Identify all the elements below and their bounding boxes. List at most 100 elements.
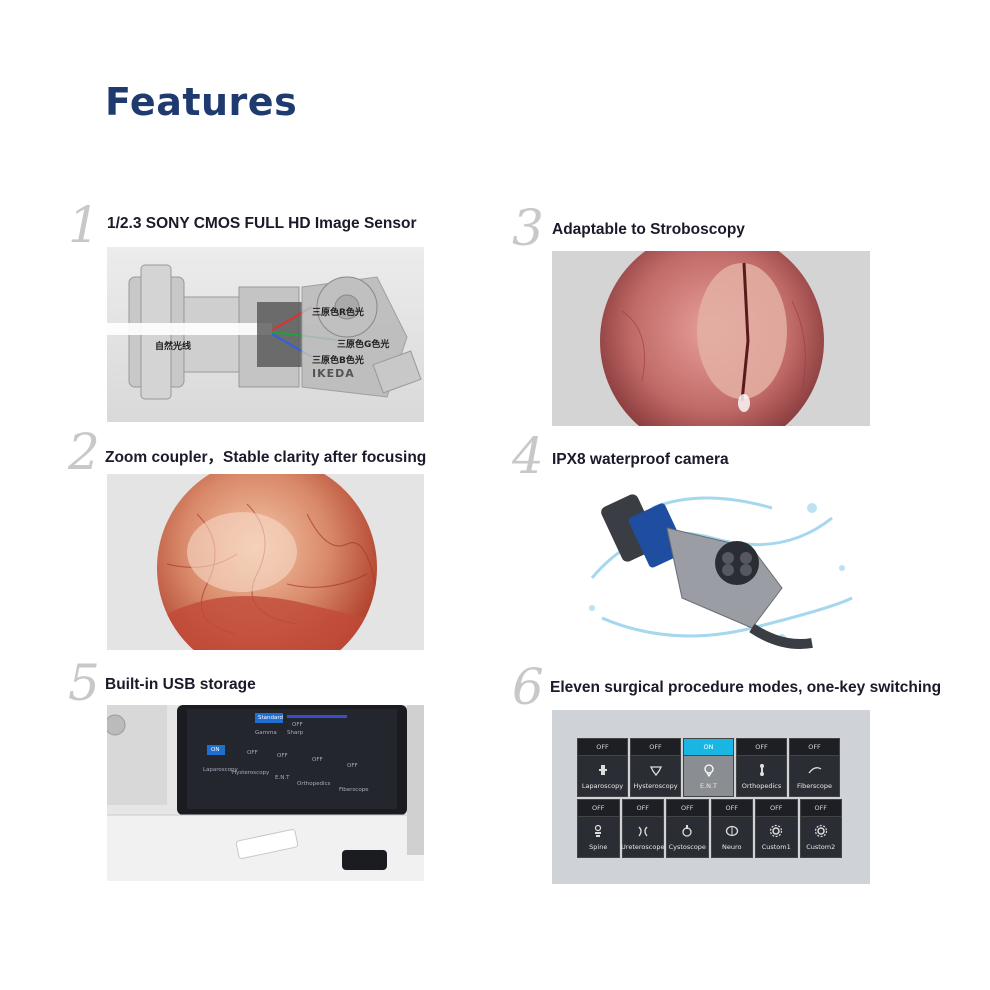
cystoscope-icon bbox=[682, 824, 692, 837]
screen-label: Sharp bbox=[287, 730, 304, 736]
vocal-cord-illustration bbox=[600, 251, 824, 426]
mode-state: OFF bbox=[667, 800, 708, 817]
mode-body: Custom2 bbox=[801, 817, 842, 857]
natural-light-label: 自然光线 bbox=[155, 342, 192, 352]
mode-name: Hysteroscopy bbox=[633, 781, 678, 790]
mode-name: Cystoscope bbox=[668, 842, 706, 851]
mode-orthopedics[interactable]: OFF Orthopedics bbox=[736, 738, 787, 797]
feature-number: 1 bbox=[68, 196, 100, 254]
usb-image: Standard Gamma Sharp OFF ON OFF OFF OFF … bbox=[107, 705, 424, 881]
mode-body: Ureteroscope bbox=[621, 817, 665, 857]
screen-label: OFF bbox=[292, 722, 303, 728]
screen-label: E.N.T bbox=[275, 775, 290, 781]
waterproof-camera-illustration bbox=[589, 494, 853, 649]
mode-state: OFF bbox=[737, 739, 786, 756]
mode-state: OFF bbox=[622, 800, 663, 817]
mode-name: E.N.T bbox=[699, 781, 718, 790]
mode-fiberscope[interactable]: OFF Fiberscope bbox=[789, 738, 840, 797]
feature-label: 1/2.3 SONY CMOS FULL HD Image Sensor bbox=[107, 215, 417, 232]
fiberscope-icon bbox=[807, 766, 821, 773]
gear-icon bbox=[814, 824, 827, 837]
screen-label: Laparoscopy bbox=[203, 767, 238, 773]
red-light-label: 三原色R色光 bbox=[312, 308, 364, 318]
feature-label: Adaptable to Stroboscopy bbox=[552, 221, 745, 238]
screen-label: ON bbox=[211, 747, 220, 753]
screen-standard-label: Standard bbox=[258, 715, 284, 721]
mode-state: OFF bbox=[790, 739, 839, 756]
screen-label: OFF bbox=[277, 753, 288, 759]
mode-laparoscopy[interactable]: OFF Laparoscopy bbox=[577, 738, 628, 797]
mode-name: Custom2 bbox=[806, 842, 836, 851]
mode-state: OFF bbox=[711, 800, 752, 817]
mode-custom1[interactable]: OFF Custom1 bbox=[755, 799, 798, 858]
feature-number: 3 bbox=[512, 199, 544, 257]
feature-label: IPX8 waterproof camera bbox=[552, 451, 729, 468]
mode-row: OFF Spine OFF Ureteroscope OFF Cystoscope OFF N… bbox=[577, 799, 843, 858]
mode-cystoscope[interactable]: OFF Cystoscope bbox=[666, 799, 709, 858]
camera-sensor-illustration bbox=[107, 264, 422, 400]
mode-name: Ureteroscope bbox=[621, 842, 665, 851]
mode-body: Spine bbox=[578, 817, 619, 857]
mode-state: OFF bbox=[756, 800, 797, 817]
ent-icon bbox=[703, 763, 714, 777]
feature-number: 5 bbox=[68, 654, 100, 712]
brand-logo: IKEDA bbox=[312, 367, 355, 380]
feature-label: Built-in USB storage bbox=[105, 676, 256, 693]
mode-neuro[interactable]: OFF Neuro bbox=[710, 799, 753, 858]
mode-state: ON bbox=[684, 739, 733, 756]
feature-label: Zoom coupler，Stable clarity after focusi… bbox=[105, 449, 427, 466]
feature-number: 2 bbox=[68, 423, 100, 481]
mode-name: Custom1 bbox=[761, 842, 791, 851]
screen-label: OFF bbox=[347, 763, 358, 769]
zoom-image bbox=[107, 474, 424, 650]
mode-body: Orthopedics bbox=[737, 756, 786, 796]
mode-name: Orthopedics bbox=[741, 781, 782, 790]
mode-body: Custom1 bbox=[756, 817, 797, 857]
feature-label: Eleven surgical procedure modes, one-key… bbox=[550, 679, 942, 696]
mode-body: Hysteroscopy bbox=[631, 756, 680, 796]
screen-label: Orthopedics bbox=[297, 781, 331, 787]
mode-body: Fiberscope bbox=[790, 756, 839, 796]
waterproof-image bbox=[552, 478, 870, 654]
mode-body: Neuro bbox=[712, 817, 753, 857]
blue-light-label: 三原色B色光 bbox=[312, 356, 364, 366]
console-illustration bbox=[107, 705, 424, 881]
mode-body: Cystoscope bbox=[667, 817, 708, 857]
screen-label: OFF bbox=[247, 750, 258, 756]
mode-custom2[interactable]: OFF Custom2 bbox=[799, 799, 842, 858]
mode-body: E.N.T bbox=[684, 756, 733, 796]
spine-icon bbox=[595, 824, 602, 837]
feature-number: 4 bbox=[512, 427, 544, 485]
screen-label: Gamma bbox=[255, 730, 277, 736]
gear-icon bbox=[770, 824, 783, 837]
screen-label: OFF bbox=[312, 757, 323, 763]
mode-state: OFF bbox=[800, 800, 841, 817]
mode-body: Laparoscopy bbox=[578, 756, 627, 796]
screen-label: Hysteroscopy bbox=[232, 770, 270, 776]
green-light-label: 三原色G色光 bbox=[337, 340, 390, 350]
mode-state: OFF bbox=[578, 739, 627, 756]
screen-label: Fiberscope bbox=[339, 787, 369, 793]
mode-e-n-t[interactable]: ON E.N.T bbox=[683, 738, 734, 797]
neuro-icon bbox=[725, 825, 738, 836]
mode-ureteroscope[interactable]: OFF Ureteroscope bbox=[621, 799, 665, 858]
stroboscopy-image bbox=[552, 251, 870, 426]
mode-spine[interactable]: OFF Spine bbox=[577, 799, 620, 858]
feature-number: 6 bbox=[512, 658, 544, 716]
orthopedics-icon bbox=[759, 763, 764, 776]
mode-name: Spine bbox=[589, 842, 608, 851]
hysteroscopy-icon bbox=[649, 765, 662, 776]
page-title: Features bbox=[105, 80, 298, 124]
mode-name: Fiberscope bbox=[797, 781, 832, 790]
mode-hysteroscopy[interactable]: OFF Hysteroscopy bbox=[630, 738, 681, 797]
laparoscopy-icon bbox=[598, 764, 607, 775]
endoscopic-view-illustration bbox=[157, 474, 377, 650]
sensor-image: 自然光线 三原色R色光 三原色G色光 三原色B色光 IKEDA bbox=[107, 247, 424, 422]
mode-state: OFF bbox=[578, 800, 619, 817]
mode-name: Neuro bbox=[722, 842, 742, 851]
mode-name: Laparoscopy bbox=[581, 781, 624, 790]
mode-state: OFF bbox=[631, 739, 680, 756]
